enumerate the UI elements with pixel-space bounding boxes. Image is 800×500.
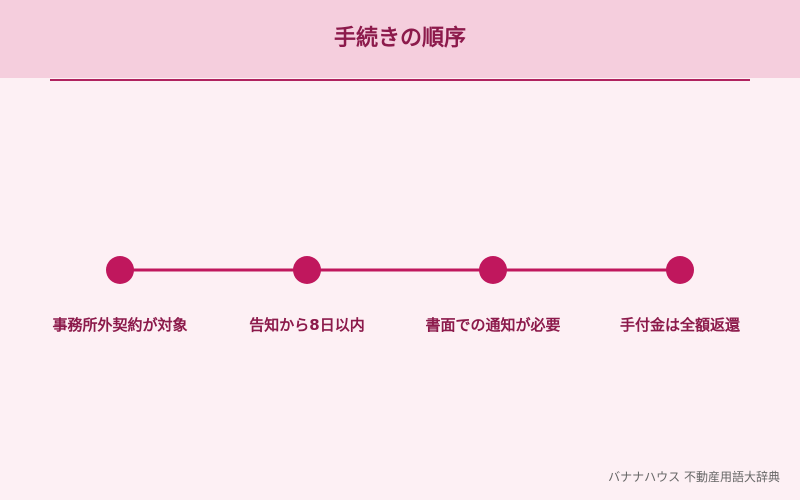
step-node-3 xyxy=(479,256,507,284)
source-credit: バナナハウス 不動産用語大辞典 xyxy=(608,470,780,484)
header-band xyxy=(0,0,800,78)
step-node-1 xyxy=(106,256,134,284)
step-label-1: 事務所外契約が対象 xyxy=(52,316,188,334)
step-label-4: 手付金は全額返還 xyxy=(619,316,740,334)
header-divider xyxy=(50,79,750,81)
step-node-2 xyxy=(293,256,321,284)
step-label-2: 告知から8日以内 xyxy=(249,316,365,334)
page-title: 手続きの順序 xyxy=(333,26,466,51)
step-label-3: 書面での通知が必要 xyxy=(425,316,561,334)
step-node-4 xyxy=(666,256,694,284)
